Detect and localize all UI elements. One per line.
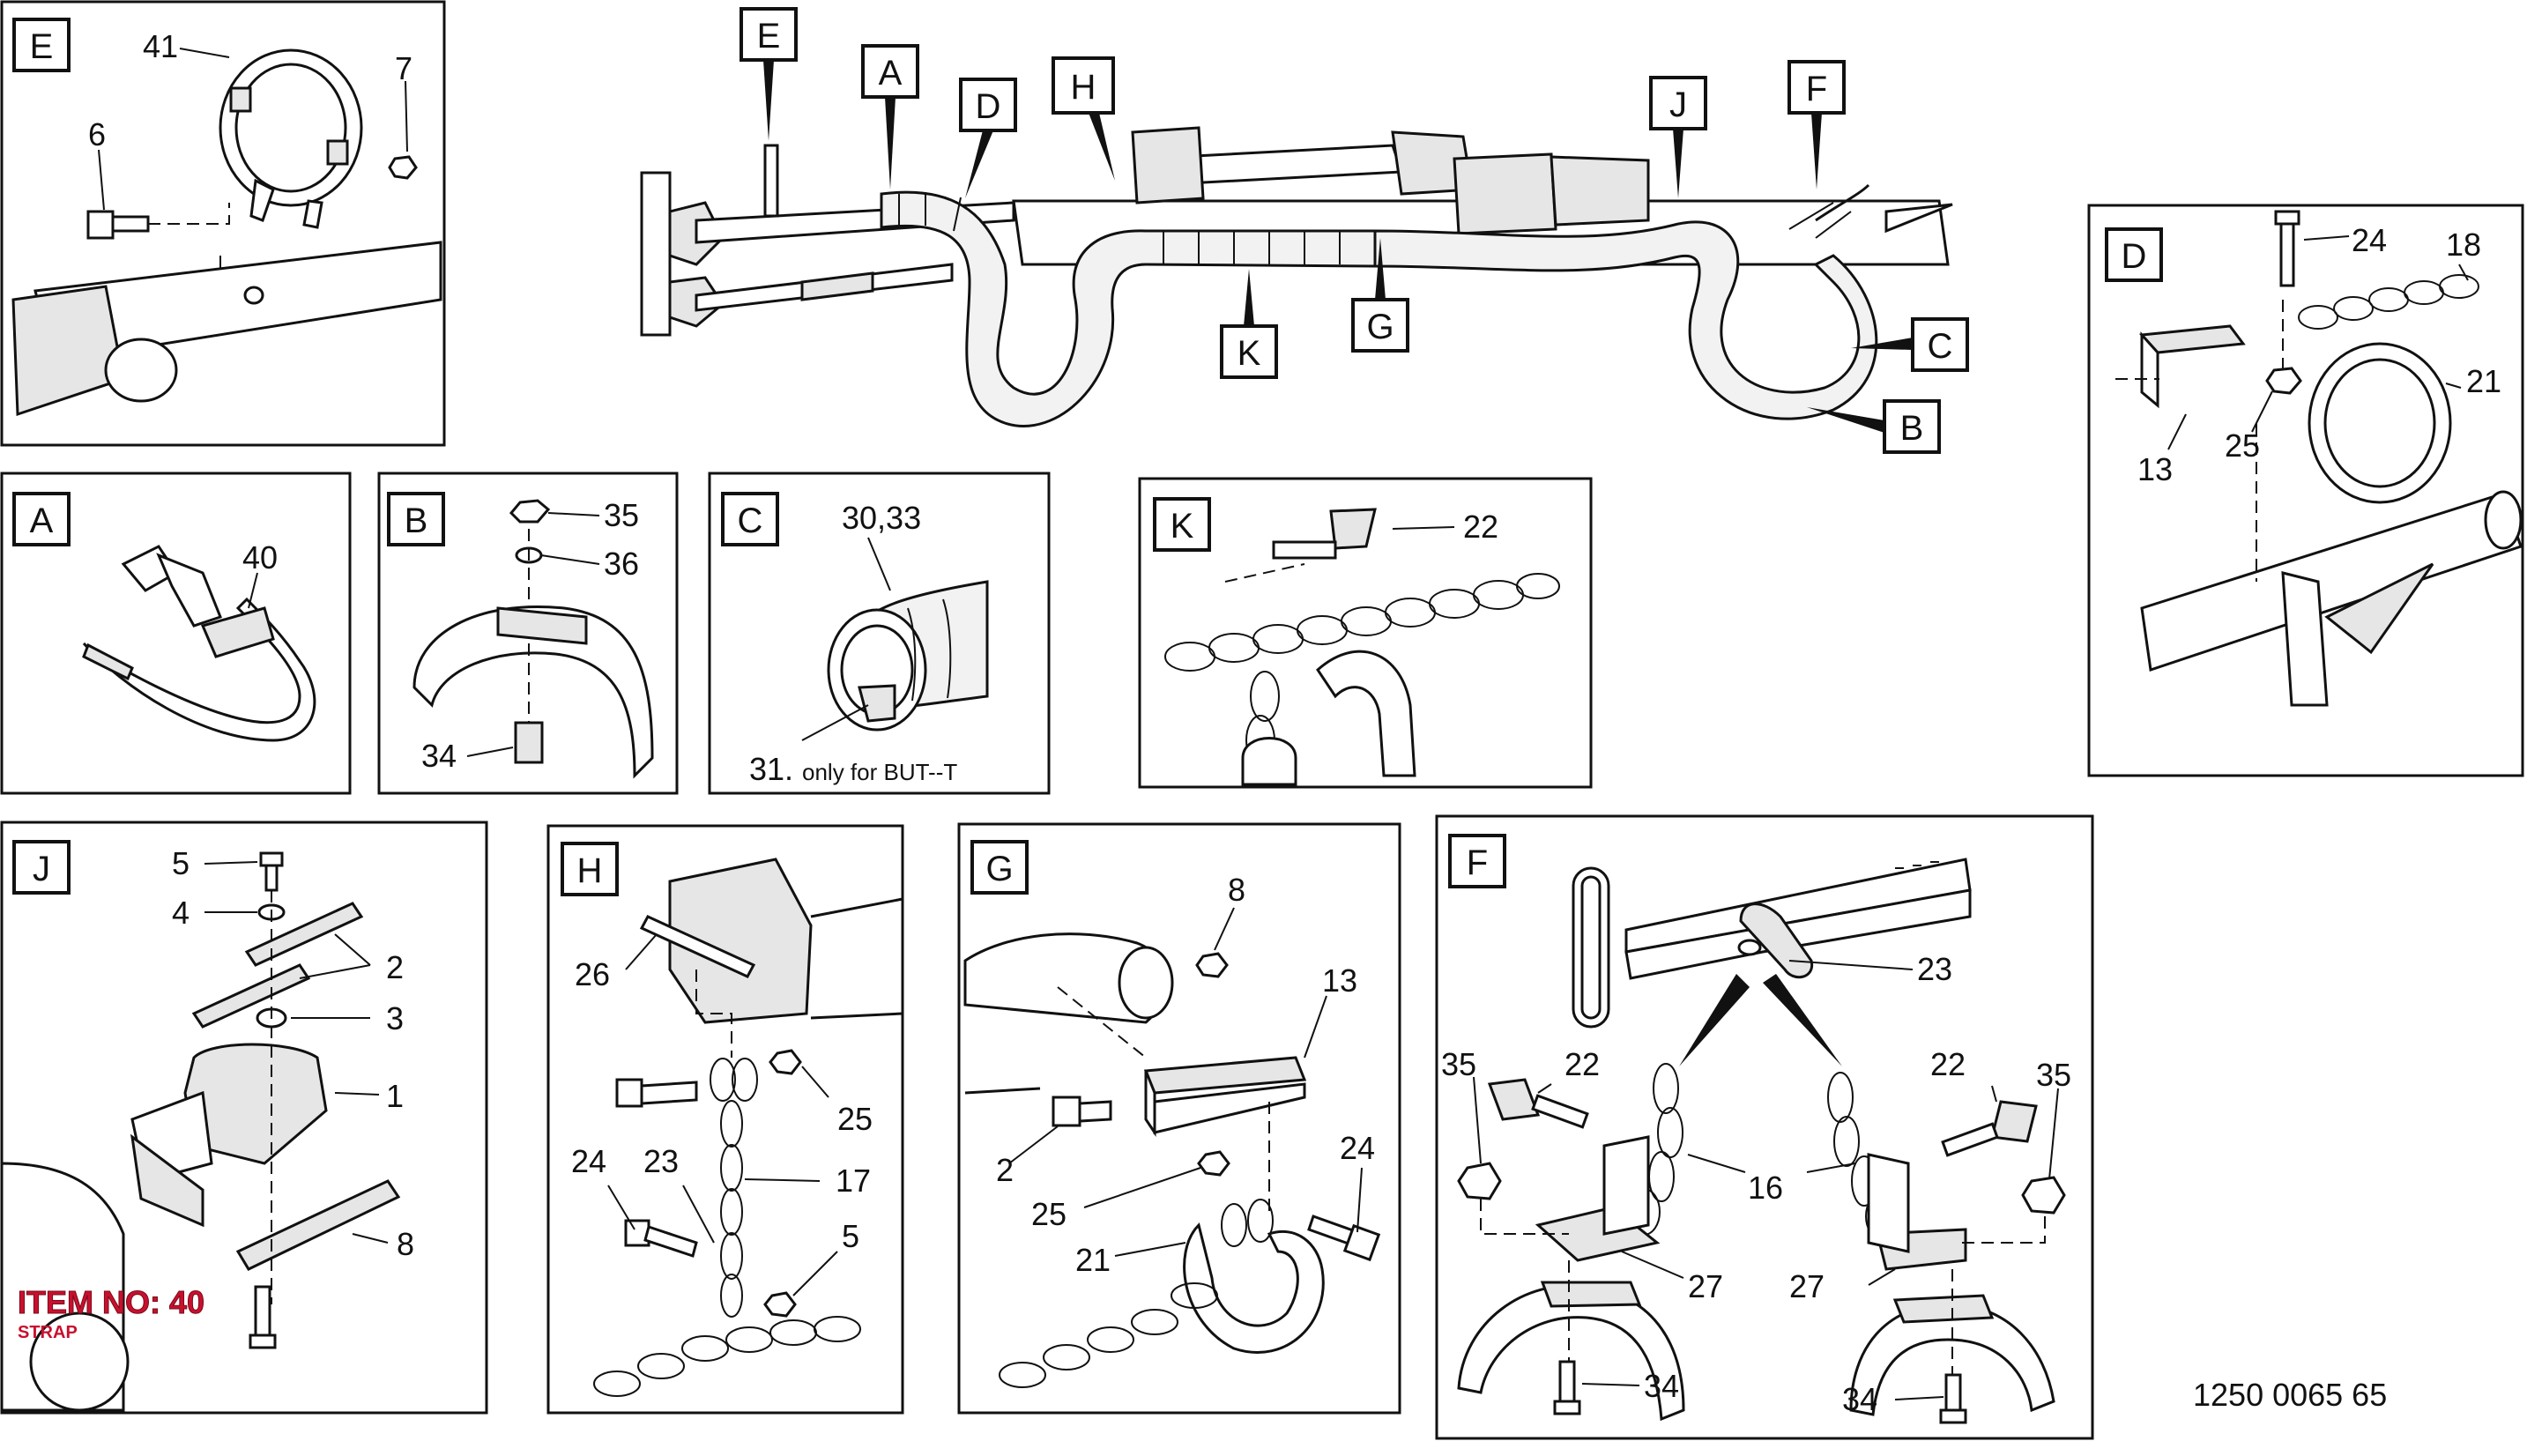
panel-A-tag: A [30, 501, 54, 540]
panel-F-tag: F [1467, 843, 1488, 882]
panel-J-label-3: 3 [386, 1000, 404, 1036]
panel-E: E 41 7 6 [0, 0, 446, 447]
panel-H-label-17: 17 [836, 1163, 871, 1199]
panel-G-label-24: 24 [1340, 1130, 1375, 1166]
panel-H-label-26: 26 [575, 956, 610, 992]
panel-F-label-16: 16 [1748, 1170, 1783, 1206]
drawing-number: 1250 0065 65 [2193, 1377, 2387, 1413]
panel-G-label-25: 25 [1031, 1196, 1067, 1232]
panel-A-label-40: 40 [242, 539, 278, 576]
panel-F-label-22-right: 22 [1930, 1046, 1966, 1082]
callout-F: F [1806, 70, 1827, 108]
panel-C-label-30-33: 30,33 [842, 500, 921, 536]
panel-F-label-34-right: 34 [1842, 1381, 1877, 1417]
panel-E-label-6: 6 [88, 116, 106, 152]
main-callouts: E A D H J F C B K G [740, 7, 1969, 454]
panel-J-label-5: 5 [172, 845, 190, 881]
callout-D: D [976, 87, 1001, 126]
panel-E-label-7: 7 [395, 50, 412, 86]
panel-C-note-number: 31. [749, 751, 793, 787]
panel-G-label-8: 8 [1228, 872, 1245, 908]
callout-C: C [1928, 327, 1953, 366]
panel-B-label-35: 35 [604, 497, 639, 533]
panel-B: B 35 36 34 [377, 472, 679, 795]
panel-K-label-22: 22 [1463, 509, 1498, 545]
panel-E-label-41: 41 [143, 28, 178, 64]
panel-J-item-sub: STRAP [18, 1323, 78, 1342]
panel-J: J 5 4 2 3 1 8 ITEM NO: 40 [0, 821, 488, 1415]
panel-D-label-24: 24 [2352, 222, 2387, 258]
panel-G-tag: G [985, 850, 1013, 888]
panel-G: G [957, 822, 1401, 1415]
panel-J-item-title: ITEM NO: 40 [18, 1284, 204, 1320]
callout-K: K [1237, 334, 1261, 373]
panel-J-label-8: 8 [397, 1226, 414, 1262]
panel-K-tag: K [1171, 507, 1194, 546]
panel-H-label-24a: 24 [571, 1143, 606, 1179]
panel-G-label-2: 2 [996, 1152, 1014, 1188]
callout-J: J [1669, 85, 1687, 124]
panel-F: F [1435, 814, 2094, 1440]
panel-D-tag: D [2122, 237, 2147, 276]
panel-J-tag: J [33, 850, 50, 888]
panel-D-label-13: 13 [2137, 451, 2173, 487]
panel-B-label-36: 36 [604, 546, 639, 582]
panel-D: D 24 18 21 13 25 [2087, 204, 2524, 777]
panel-G-label-21: 21 [1075, 1242, 1111, 1278]
panel-C-note-text: only for BUT--T [802, 759, 957, 785]
panel-H: H [546, 824, 904, 1415]
panel-J-label-1: 1 [386, 1078, 404, 1114]
callout-G: G [1366, 308, 1394, 346]
panel-C: C 30,33 31. only for BUT--T [708, 472, 1051, 795]
main-assembly [640, 126, 1953, 427]
panel-F-label-23: 23 [1917, 951, 1952, 987]
panel-F-label-34-left: 34 [1644, 1368, 1679, 1404]
panel-B-tag: B [405, 501, 428, 540]
panel-H-tag: H [577, 851, 603, 890]
panel-F-label-35-right: 35 [2036, 1057, 2071, 1093]
panel-A: A 40 [0, 472, 352, 795]
panel-J-label-4: 4 [172, 895, 190, 931]
panel-B-label-34: 34 [421, 738, 457, 774]
panel-D-label-25: 25 [2225, 427, 2260, 464]
panel-D-label-21: 21 [2466, 363, 2501, 399]
panel-F-label-27-right: 27 [1789, 1268, 1825, 1304]
panel-H-label-5: 5 [842, 1218, 859, 1254]
callout-H: H [1071, 68, 1096, 107]
callout-E: E [757, 17, 781, 56]
panel-E-tag: E [30, 27, 54, 66]
panel-J-label-2: 2 [386, 949, 404, 985]
panel-G-label-13: 13 [1322, 962, 1357, 999]
panel-F-label-27-left: 27 [1688, 1268, 1723, 1304]
panel-C-tag: C [738, 501, 763, 540]
panel-K: K 22 [1138, 477, 1593, 789]
panel-H-label-25: 25 [837, 1101, 873, 1137]
panel-H-label-23: 23 [643, 1143, 679, 1179]
callout-A: A [879, 54, 903, 93]
callout-B: B [1900, 409, 1924, 448]
panel-F-label-22-left: 22 [1565, 1046, 1600, 1082]
panel-F-label-35-left: 35 [1441, 1046, 1476, 1082]
panel-D-label-18: 18 [2446, 227, 2481, 263]
